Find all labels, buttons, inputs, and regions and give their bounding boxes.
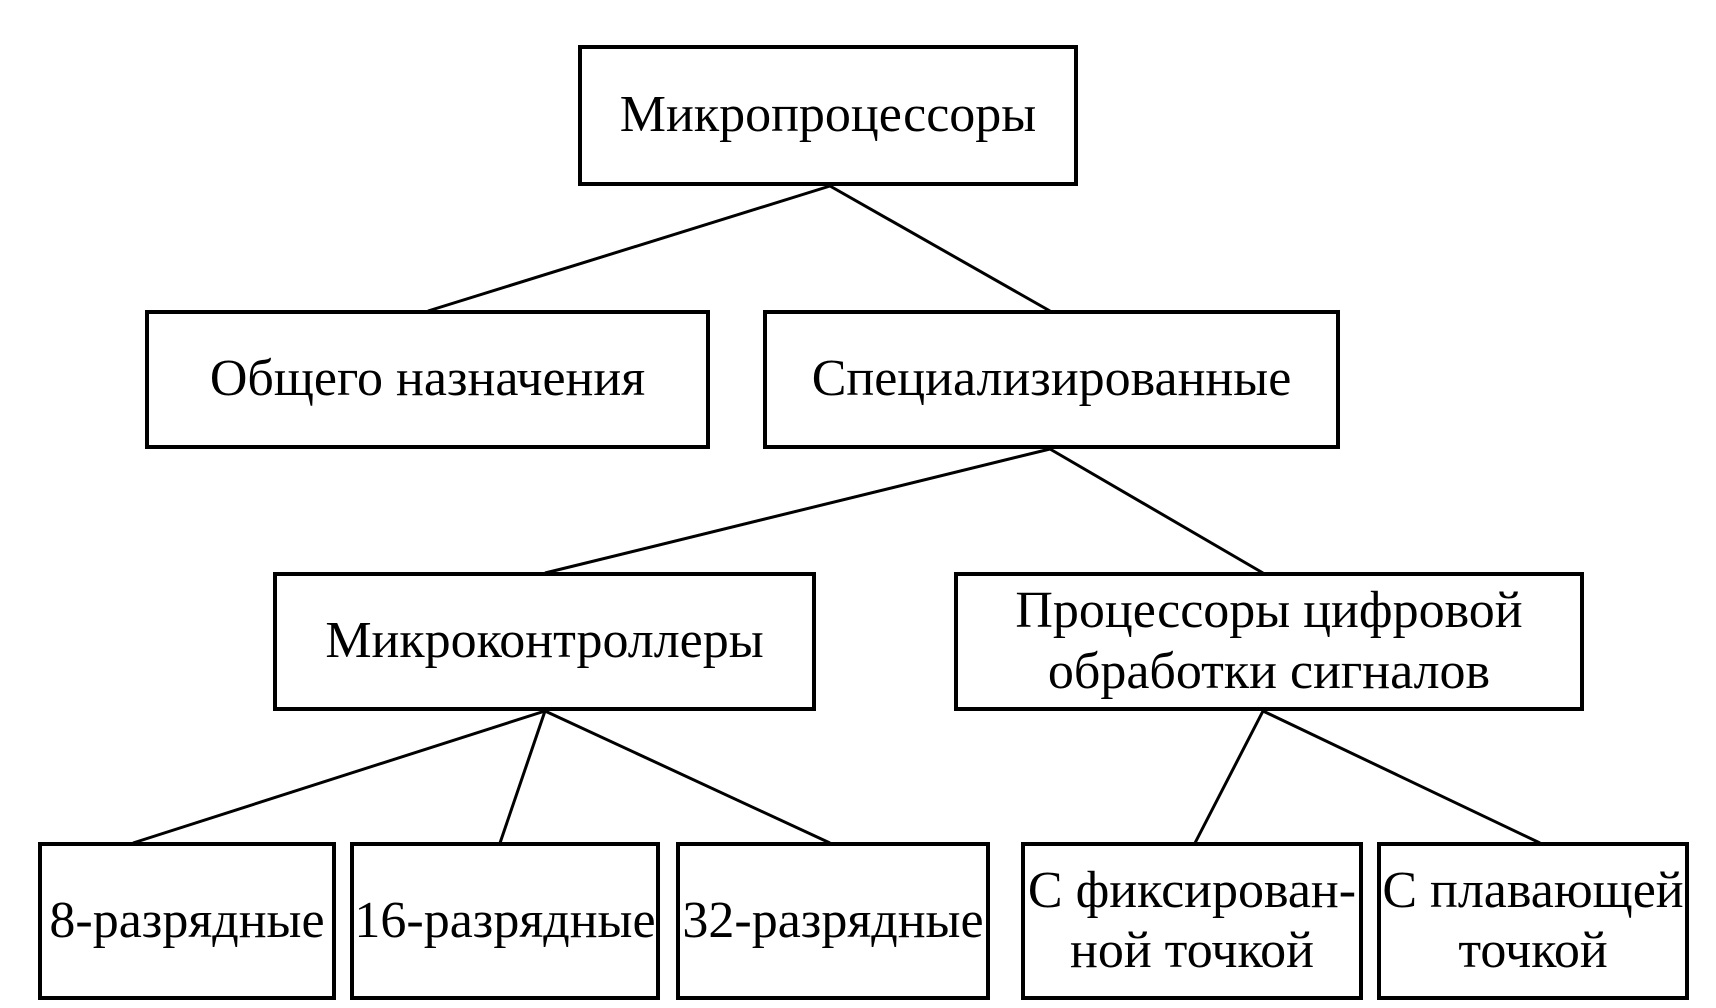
edge-mcu-bit16 bbox=[498, 710, 547, 844]
node-microprocessors: Микропроцессоры bbox=[578, 45, 1078, 186]
node-16bit: 16-разрядные bbox=[350, 842, 660, 1000]
edge-specialized-dsp bbox=[1049, 447, 1264, 575]
node-label-line1: С фиксирован- bbox=[1027, 861, 1357, 919]
edge-root-general bbox=[427, 184, 831, 313]
edge-dsp-fixed-point bbox=[1193, 710, 1265, 844]
node-fixed-point: С фиксирован- ной точкой bbox=[1021, 842, 1363, 1000]
node-specialized: Специализированные bbox=[763, 310, 1340, 449]
node-label: 8-разрядные bbox=[49, 891, 325, 949]
node-label: 32-разрядные bbox=[682, 891, 984, 949]
node-floating-point: С плавающей точкой bbox=[1377, 842, 1689, 1000]
node-label-line1: С плавающей bbox=[1382, 861, 1684, 919]
node-8bit: 8-разрядные bbox=[38, 842, 336, 1000]
node-label-line2: обработки сигналов bbox=[1047, 642, 1491, 700]
node-label: Микроконтроллеры bbox=[325, 612, 764, 670]
node-label: Специализированные bbox=[811, 350, 1292, 408]
node-microcontrollers: Микроконтроллеры bbox=[273, 572, 816, 711]
edge-mcu-bit32 bbox=[544, 709, 831, 845]
node-label-line1: Процессоры цифровой bbox=[1015, 582, 1523, 640]
node-general-purpose: Общего назначения bbox=[145, 310, 710, 449]
edge-specialized-mcu bbox=[544, 447, 1051, 575]
node-label: 16-разрядные bbox=[354, 891, 656, 949]
edge-dsp-floating-point bbox=[1262, 709, 1541, 845]
node-label-line2: ной точкой bbox=[1070, 922, 1314, 979]
node-digital-signal-processors: Процессоры цифровой обработки сигналов bbox=[954, 572, 1584, 711]
edge-root-specialized bbox=[829, 184, 1051, 313]
node-32bit: 32-разрядные bbox=[676, 842, 990, 1000]
node-label: Общего назначения bbox=[209, 350, 646, 408]
edge-mcu-bit8 bbox=[132, 709, 546, 845]
node-label: Микропроцессоры bbox=[619, 86, 1037, 144]
node-label-line2: точкой bbox=[1458, 922, 1608, 979]
